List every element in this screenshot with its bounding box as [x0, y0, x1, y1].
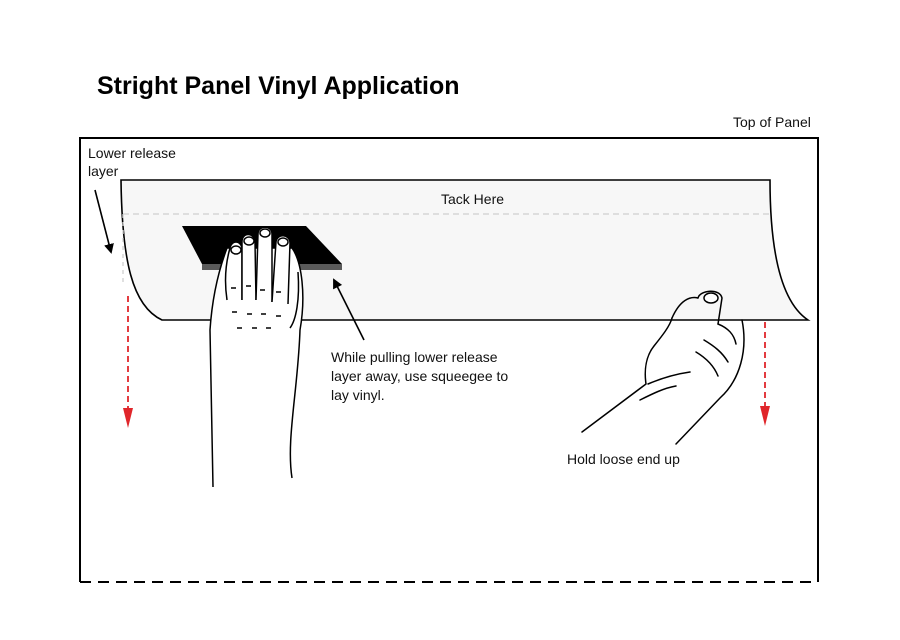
diagram-title: Stright Panel Vinyl Application — [97, 72, 460, 100]
squeegee-instruction-line2: layer away, use squeegee to — [331, 368, 508, 384]
pull-arrow-left — [123, 296, 133, 428]
top-of-panel-label: Top of Panel — [733, 114, 811, 130]
squeegee-arrow — [333, 278, 365, 341]
tack-here-label: Tack Here — [441, 191, 504, 207]
lower-release-arrow — [94, 189, 114, 254]
lower-release-label-line1: Lower release — [88, 145, 176, 161]
squeegee-instruction-line3: lay vinyl. — [331, 387, 385, 403]
left-hand-icon — [209, 226, 304, 488]
panel — [79, 137, 819, 583]
hold-loose-end-label: Hold loose end up — [567, 451, 680, 467]
lower-release-label-line2: layer — [88, 163, 119, 179]
right-hand-icon — [581, 290, 745, 445]
pull-arrow-right — [760, 322, 770, 426]
squeegee-instruction-line1: While pulling lower release — [331, 349, 498, 365]
